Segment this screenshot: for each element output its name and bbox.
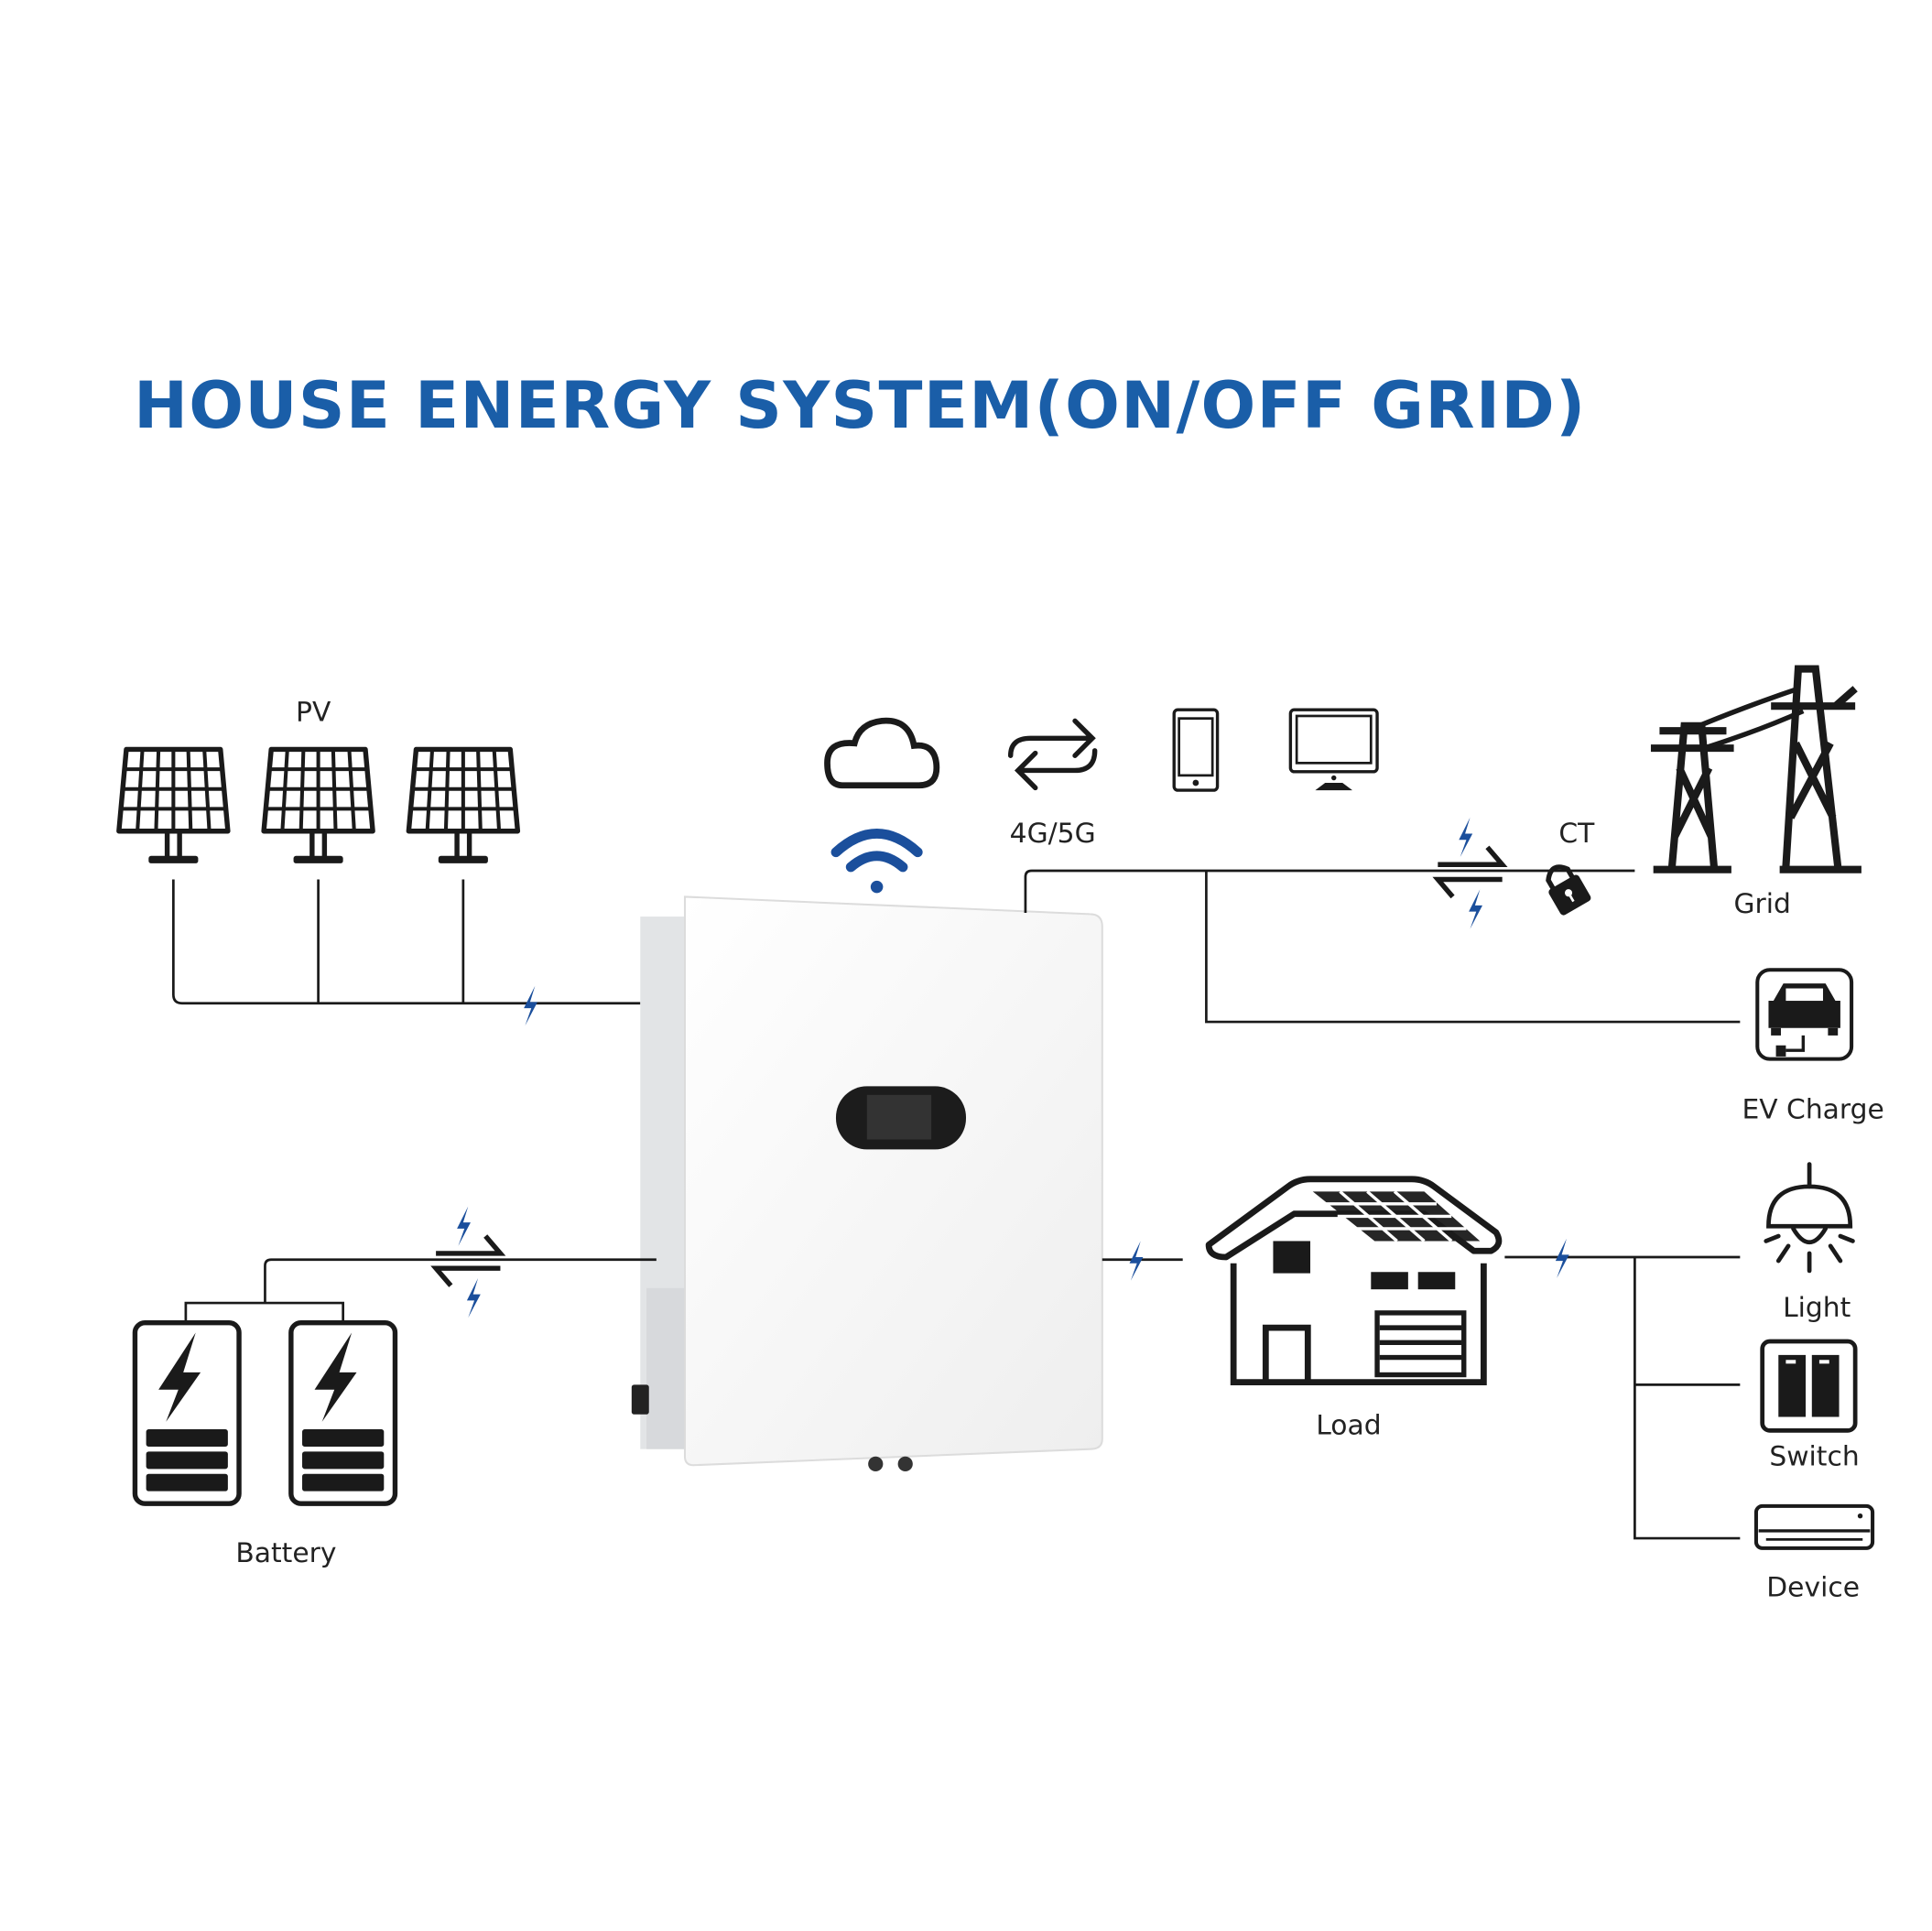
hybrid-inverter bbox=[631, 895, 1103, 1472]
smartphone-icon bbox=[1172, 708, 1220, 792]
swap-arrows-icon bbox=[1007, 718, 1098, 791]
load-wiring bbox=[1102, 1255, 1741, 1540]
monitor-icon bbox=[1288, 708, 1379, 791]
grid-label: Grid bbox=[1733, 888, 1790, 920]
battery-icon bbox=[291, 1323, 396, 1503]
air-conditioner-icon bbox=[1753, 1503, 1875, 1550]
lock-icon bbox=[1546, 864, 1591, 916]
lamp-icon bbox=[1764, 1162, 1855, 1274]
battery-icon bbox=[135, 1323, 239, 1503]
solar-panel-icon bbox=[408, 749, 517, 862]
device-label: Device bbox=[1766, 1572, 1860, 1604]
pv-wiring bbox=[172, 879, 641, 1005]
switch-label: Switch bbox=[1769, 1440, 1859, 1472]
ct-label: CT bbox=[1558, 818, 1595, 850]
network-label: 4G/5G bbox=[1010, 818, 1096, 850]
wifi-icon bbox=[830, 829, 923, 894]
page-title: HOUSE ENERGY SYSTEM(ON/OFF GRID) bbox=[134, 368, 1587, 443]
cloud-icon bbox=[824, 717, 940, 789]
grid-wiring bbox=[1024, 869, 1741, 1024]
battery-wiring bbox=[184, 1258, 657, 1323]
solar-panel-icon bbox=[119, 749, 228, 862]
light-label: Light bbox=[1783, 1292, 1851, 1324]
solar-panel-icon bbox=[264, 749, 373, 862]
switch-icon bbox=[1760, 1339, 1858, 1433]
load-label: Load bbox=[1316, 1409, 1381, 1441]
ev-charge-label: EV Charge bbox=[1742, 1094, 1883, 1126]
house-icon bbox=[1205, 1176, 1503, 1386]
bidirectional-flow-icon bbox=[436, 1207, 500, 1318]
power-tower-icon bbox=[1650, 665, 1861, 873]
lightning-icon bbox=[524, 985, 538, 1026]
battery-label: Battery bbox=[235, 1537, 336, 1569]
ev-charger-icon bbox=[1755, 968, 1854, 1061]
lightning-icon bbox=[1129, 1241, 1144, 1281]
pv-label: PV bbox=[296, 696, 331, 728]
bidirectional-flow-icon bbox=[1438, 818, 1502, 929]
lightning-icon bbox=[1555, 1238, 1569, 1279]
